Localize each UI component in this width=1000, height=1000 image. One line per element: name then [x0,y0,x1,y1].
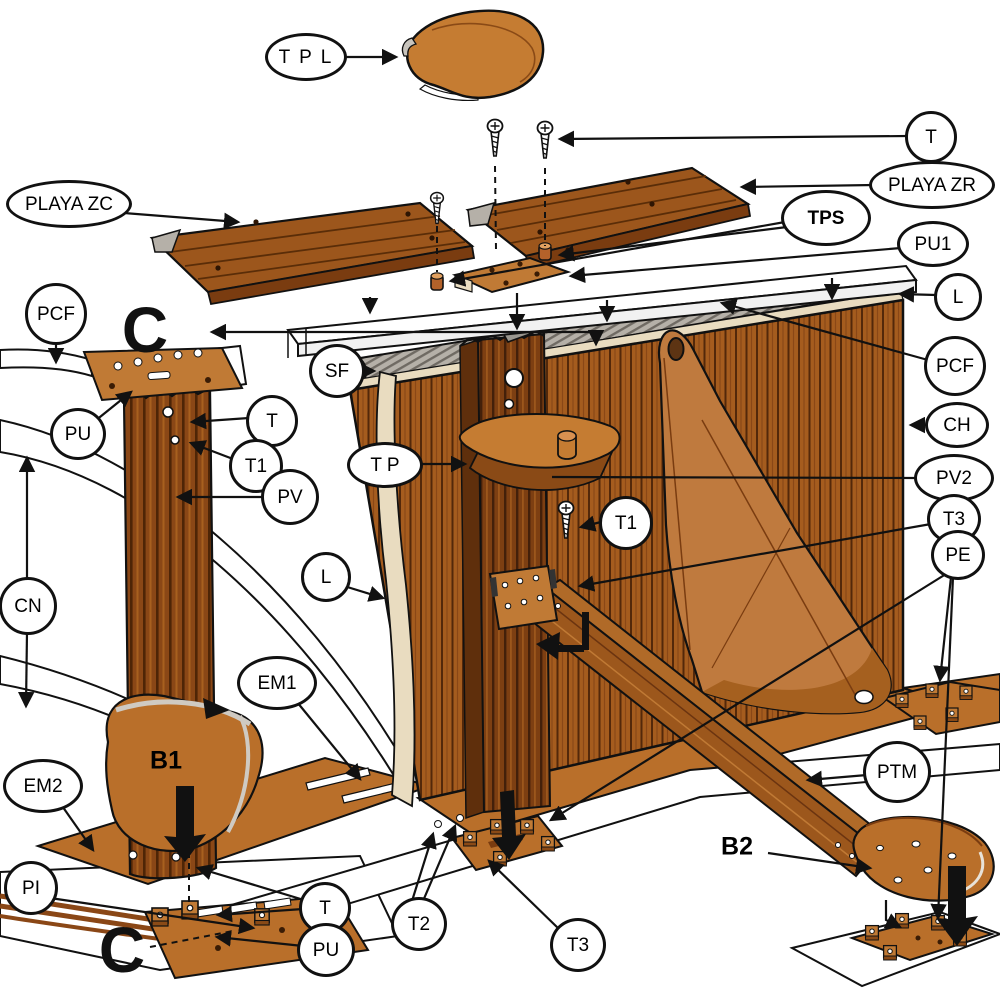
leader-playa-zr [739,178,875,196]
callout-pu-bottom: PU [297,923,355,977]
leader-pv2 [551,475,918,480]
leader-cn-down [17,631,35,709]
callout-pu-topleft: PU [50,408,106,460]
callout-ch: CH [925,402,989,448]
cover-b2 [852,815,995,902]
marker-c-bottom: C [98,914,146,986]
callout-t2: T2 [391,897,447,951]
callout-t-top: T [905,111,957,163]
leader-t1-center [578,515,602,532]
leader-pe-c [548,573,947,822]
callout-em1: EM1 [237,656,317,710]
leader-ptm [805,770,868,788]
leader-playa-zc [123,211,241,230]
leader-em2 [59,802,95,853]
screw-t [486,118,504,157]
leader-pu-bottom [214,930,304,948]
callout-pe: PE [931,530,985,580]
buttress-foot-hole [854,689,874,705]
callout-t3-bottom: T3 [550,918,606,972]
callout-pcf-right: PCF [924,336,986,396]
marker-b2: B2 [721,832,753,861]
marker-c-top: C [121,294,169,366]
callout-sf: SF [309,344,365,398]
leader-em1 [296,701,362,781]
leader-t2-b [421,823,458,902]
callout-tps: TPS [781,190,871,246]
leader-pe-b [930,576,955,921]
protector-wrap-b1 [105,693,264,853]
leader-pu1 [568,246,902,284]
callout-pcf-left: PCF [25,283,87,345]
callout-t1-left: T1 [229,439,283,493]
leader-pe-a [933,576,953,683]
peg-tps [430,271,444,291]
leader-tps-b [448,220,786,287]
bracket-tp [458,413,621,491]
leader-l-right [897,286,937,303]
callout-ptm: PTM [863,741,931,803]
callout-t1-center: T1 [599,496,653,550]
callout-playa-zc: PLAYA ZC [6,180,132,228]
post-top-plate-pu [82,346,244,402]
leader-t-bottom-b [215,905,304,923]
elbow-arrow [883,900,903,929]
base-plate-rear [881,680,1000,736]
leader-pcf-right [719,298,929,362]
leader-t3-right [577,522,932,592]
callout-pi: PI [4,861,58,915]
callout-playa-zr: PLAYA ZR [869,161,995,209]
leader-t-bottom-a [195,864,305,902]
plank-playa-zc [149,201,476,306]
callout-pu1: PU1 [897,221,969,267]
callout-t-left: T [246,395,298,447]
leader-t-top [557,130,909,148]
callout-cn: CN [0,577,57,635]
leader-b2 [767,851,873,875]
callout-tpl: T P L [265,33,347,81]
leader-t1-left [188,440,234,461]
callout-tp: T P [347,442,423,488]
press-down-arrow-center [492,790,526,860]
leader-t2-a [410,831,437,902]
marker-b1: B1 [150,746,182,775]
leader-l-mid [343,584,386,602]
callout-pv: PV [261,469,319,525]
leader-pi [49,896,256,935]
press-down-arrow-b1 [164,786,206,862]
dashed-guides [149,165,546,948]
leader-t3-bottom [487,859,561,931]
callout-l-right: L [934,273,982,321]
press-down-arrow-right [936,866,978,946]
strut-hinge-bracket [488,564,559,631]
leader-pu-topleft [94,390,133,422]
buttress-top-hole [667,337,685,361]
callout-l-mid: L [301,552,351,602]
leader-t-left [189,412,250,430]
callout-em2: EM2 [3,759,83,813]
screw-t [536,120,554,159]
insert-arrow [536,612,589,660]
top-cap-tpl [401,9,545,102]
leader-lines [17,48,955,948]
